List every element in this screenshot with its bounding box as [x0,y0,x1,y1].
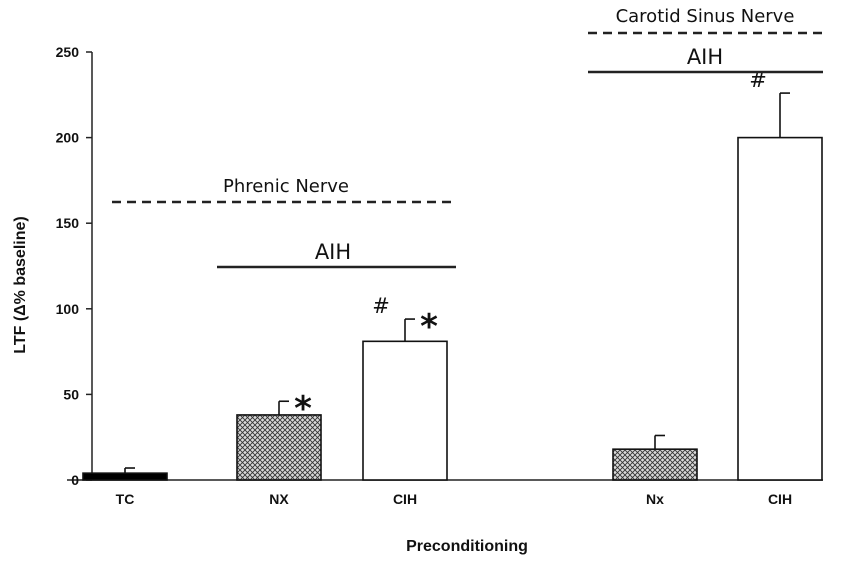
y-tick-label: 0 [71,472,79,488]
bar-nx-3 [612,448,698,481]
bar-cih-4 [737,136,823,481]
y-tick-label: 100 [56,301,80,317]
category-label: NX [269,491,289,507]
x-axis-title: Preconditioning [406,538,528,555]
bar-cih-2 [362,340,448,481]
category-label: Nx [646,491,664,507]
significance-hash: # [749,68,767,92]
category-label: TC [116,491,135,507]
significance-hash: # [372,294,390,318]
phrenic-aih-label: AIH [315,240,351,264]
y-axis-title: LTF (Δ% baseline) [12,216,29,353]
y-tick-label: 50 [63,386,79,402]
significance-star: * [294,389,312,429]
carotid-sinus-nerve-label: Carotid Sinus Nerve [616,6,795,27]
y-tick-label: 200 [56,130,80,146]
significance-star: * [420,307,438,347]
carotid-aih-label: AIH [687,45,723,69]
y-tick-label: 250 [56,44,80,60]
bar-tc-0 [82,472,168,481]
y-ticks: 0 50 100 150 200 250 [56,44,92,488]
category-label: CIH [768,491,792,507]
y-tick-label: 150 [56,215,80,231]
phrenic-nerve-label: Phrenic Nerve [223,176,349,197]
category-label: CIH [393,491,417,507]
bars: TC NX * CIH # * Nx CIH # [82,68,823,507]
